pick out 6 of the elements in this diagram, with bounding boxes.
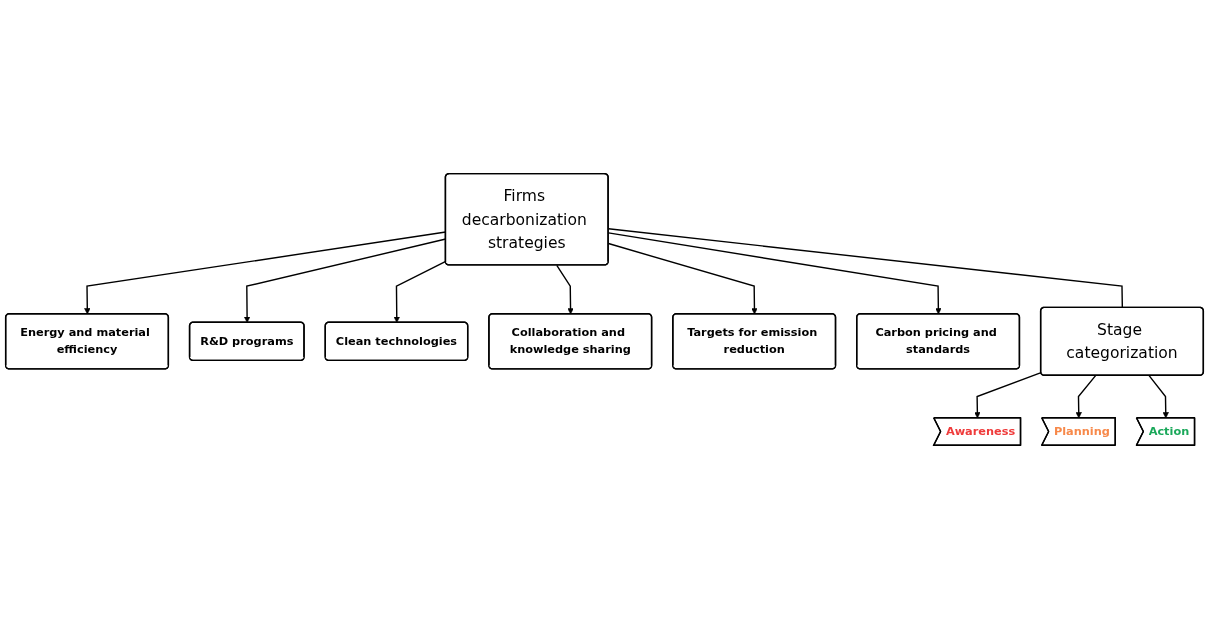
arrow [393, 260, 447, 323]
arrow [1148, 374, 1169, 418]
arrow [244, 237, 447, 323]
arrow [556, 264, 574, 314]
arrow [974, 371, 1042, 418]
arrow [1075, 374, 1097, 418]
